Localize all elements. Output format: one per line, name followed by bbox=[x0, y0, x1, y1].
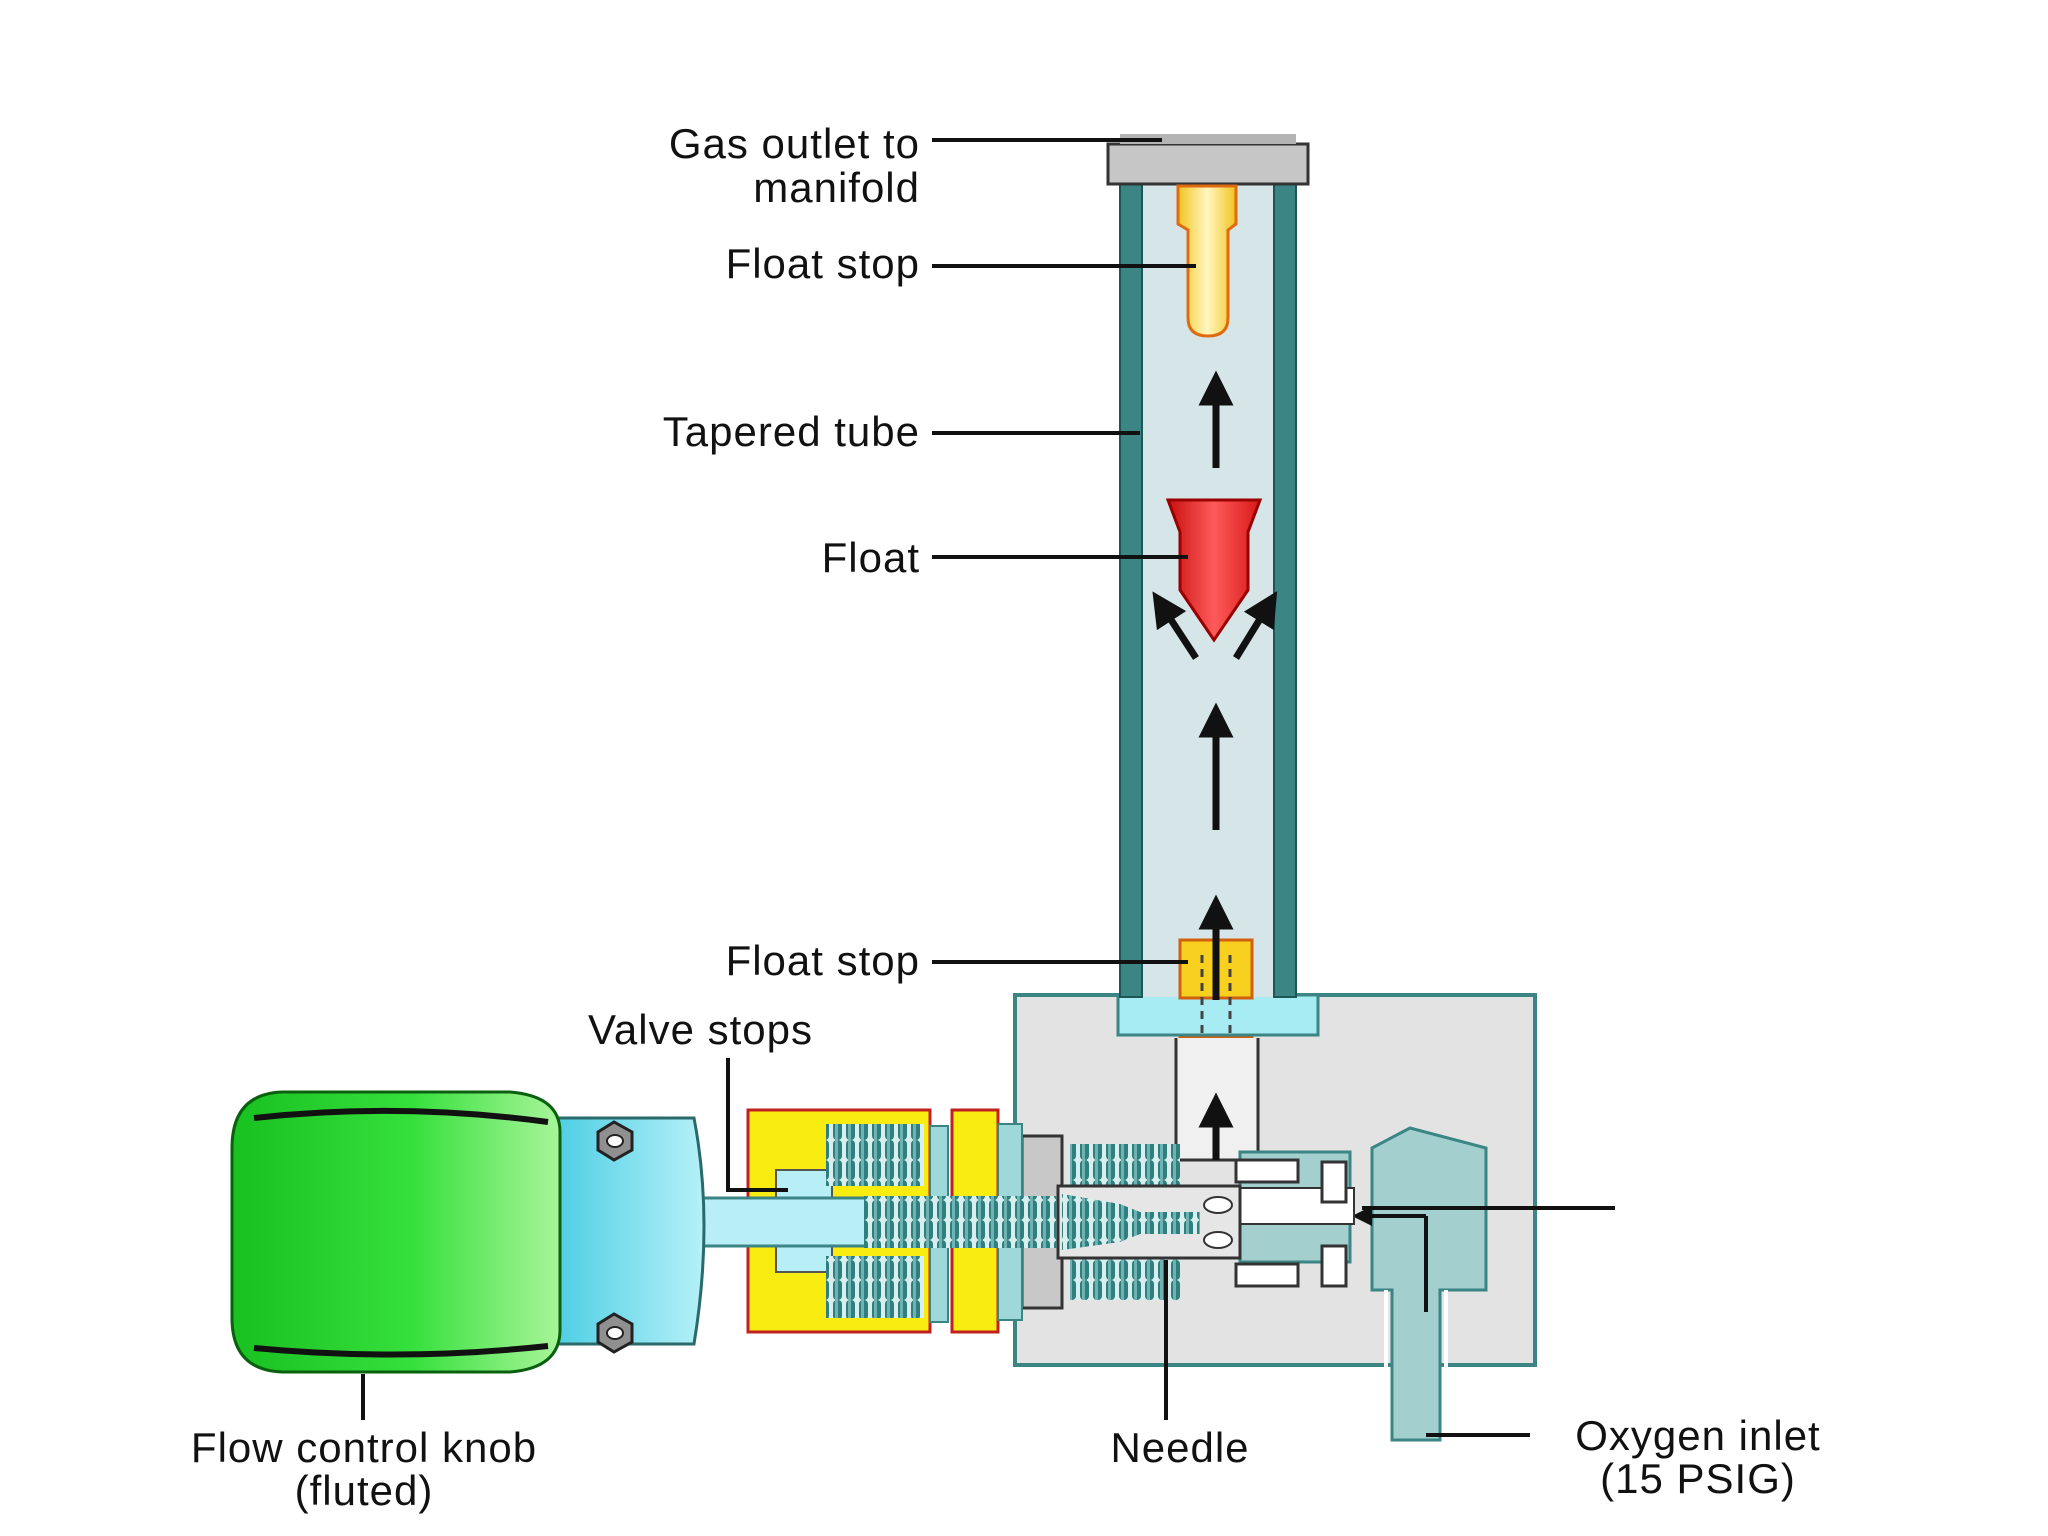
float-stop-top-shape bbox=[1176, 184, 1238, 338]
needle-seat bbox=[1234, 1150, 1355, 1288]
knob-collar bbox=[546, 1116, 706, 1354]
needle-shape bbox=[1056, 1184, 1242, 1260]
label-gas-outlet-line2: manifold bbox=[753, 164, 920, 211]
flow-arrows-tube bbox=[1152, 370, 1278, 830]
label-flow-knob-line2: (fluted) bbox=[295, 1467, 434, 1514]
label-oxygen-inlet-line2: (15 PSIG) bbox=[1600, 1455, 1796, 1502]
label-gas-outlet-line1: Gas outlet to bbox=[669, 120, 920, 167]
label-needle: Needle bbox=[1110, 1424, 1249, 1471]
float-shape bbox=[1165, 498, 1263, 643]
label-flow-knob-line1: Flow control knob bbox=[191, 1424, 537, 1471]
label-tapered-tube: Tapered tube bbox=[663, 408, 920, 455]
spring-upper bbox=[1070, 1144, 1180, 1188]
oxygen-inlet-pipe bbox=[1352, 1126, 1615, 1442]
flow-control-knob[interactable] bbox=[230, 1090, 562, 1374]
tube-wall-left bbox=[1119, 164, 1143, 998]
label-float: Float bbox=[822, 534, 920, 581]
label-float-stop-bottom: Float stop bbox=[726, 937, 920, 984]
label-oxygen-inlet-line1: Oxygen inlet bbox=[1575, 1412, 1820, 1459]
leader-lines bbox=[361, 138, 1530, 1437]
tube-base-collar bbox=[1116, 993, 1320, 1037]
label-float-stop-top: Float stop bbox=[726, 240, 920, 287]
tube-wall-right bbox=[1273, 164, 1297, 998]
label-valve-stops: Valve stops bbox=[588, 1006, 813, 1053]
tube-top-cap bbox=[1106, 142, 1310, 186]
valve-stem bbox=[682, 1196, 1106, 1248]
gas-outlet-nipple bbox=[1120, 134, 1296, 144]
